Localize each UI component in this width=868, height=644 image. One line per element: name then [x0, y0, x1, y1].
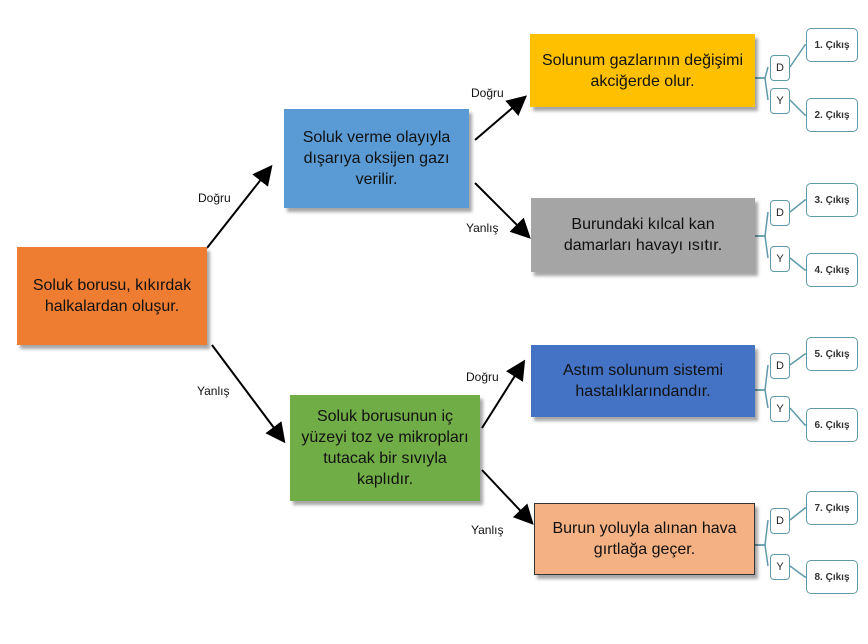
- branch-label-false-l1a: Yanlış: [466, 221, 499, 235]
- leaf-box-4: Burun yoluyla alınan hava gırtlağa geçer…: [534, 503, 755, 575]
- arrow-l1b-true: [481, 359, 526, 429]
- leaf-box-3: Astım solunum sistemi hastalıklarındandı…: [531, 345, 755, 417]
- answer-false-box-2: Y: [770, 246, 790, 272]
- level1-true-box: Soluk verme olayıyla dışarıya oksijen ga…: [284, 109, 469, 208]
- answer-true-box-2: D: [770, 200, 790, 226]
- exit-box-1: 1. Çıkış: [806, 28, 858, 62]
- exit-box-3: 3. Çıkış: [806, 183, 858, 217]
- answer-false-box-4: Y: [770, 554, 790, 580]
- answer-false-box-1: Y: [770, 88, 790, 114]
- arrow-l1a-false: [474, 182, 531, 239]
- branch-label-true-root: Doğru: [198, 191, 231, 205]
- exit-box-4: 4. Çıkış: [806, 253, 858, 287]
- root-statement-box: Soluk borusu, kıkırdak halkalardan oluşu…: [17, 247, 207, 345]
- leaf-box-2: Burundaki kılcal kan damarları havayı ıs…: [531, 198, 755, 272]
- leaf-box-1: Solunum gazlarının değişimi akciğerde ol…: [530, 34, 755, 107]
- arrow-root-false: [211, 344, 286, 444]
- branch-label-true-l1a: Doğru: [471, 86, 504, 100]
- branch-label-false-l1b: Yanlış: [471, 523, 504, 537]
- arrow-root-true: [206, 164, 273, 249]
- answer-true-box-4: D: [770, 508, 790, 534]
- exit-box-7: 7. Çıkış: [806, 491, 858, 525]
- level1-false-box: Soluk borusunun iç yüzeyi toz ve mikropl…: [290, 395, 480, 501]
- branch-label-false-root: Yanlış: [197, 384, 230, 398]
- exit-box-5: 5. Çıkış: [806, 337, 858, 371]
- arrow-l1a-true: [474, 95, 528, 141]
- answer-true-box-1: D: [770, 55, 790, 81]
- exit-box-8: 8. Çıkış: [806, 560, 858, 594]
- arrow-l1b-false: [481, 469, 534, 525]
- exit-box-6: 6. Çıkış: [806, 408, 858, 442]
- branch-label-true-l1b: Doğru: [466, 370, 499, 384]
- answer-true-box-3: D: [770, 353, 790, 379]
- answer-false-box-3: Y: [770, 396, 790, 422]
- exit-box-2: 2. Çıkış: [806, 98, 858, 132]
